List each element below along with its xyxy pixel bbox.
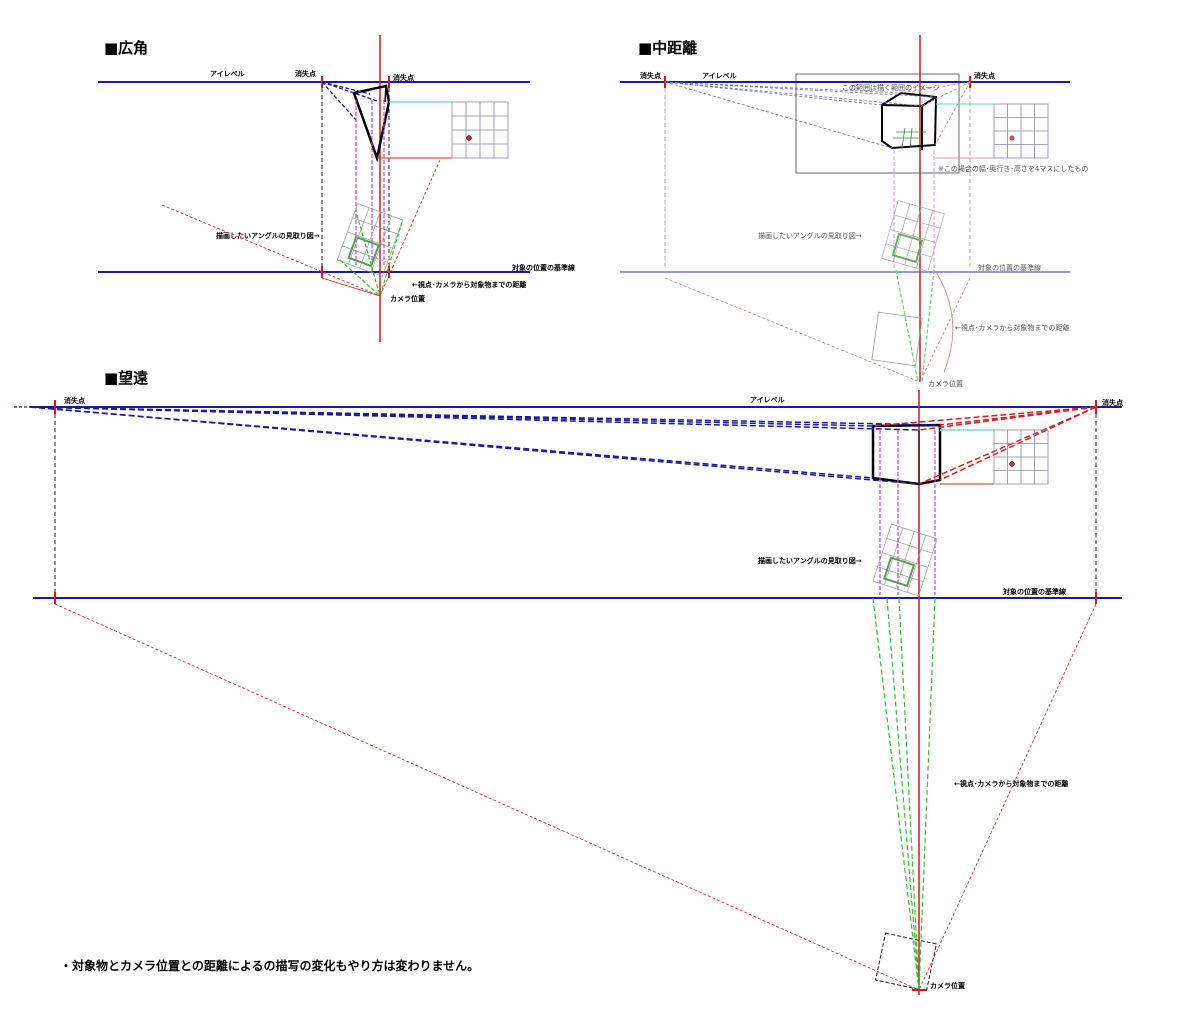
footer-note: ・対象物とカメラ位置との距離によるの描写の変化もやり方は変わりません。 [60, 958, 479, 973]
vp-right-label: 消失点 [393, 73, 414, 82]
section-mid: ■中距離 アイレベル 対象の位置の基準線 消失点 消失点 この範囲は描く範囲のイ… [620, 35, 1088, 388]
mid-perspective-lines-right [900, 81, 971, 146]
view-label: 描画したいアングルの見取り図→ [758, 556, 862, 565]
section-title-tele: ■望遠 [104, 369, 148, 387]
red-dash-long-1 [161, 204, 381, 297]
grid-wide [451, 101, 509, 159]
section-title-wide: ■広角 [104, 39, 148, 57]
vp-left-label: 消失点 [640, 71, 661, 80]
rotated-grid-mid [881, 200, 945, 272]
vp-left-label: 消失点 [295, 69, 316, 78]
frame-box [795, 73, 960, 174]
green-dash-2 [379, 221, 403, 297]
baseline-label: 対象の位置の基準線 [1002, 587, 1066, 596]
center-dot [466, 135, 472, 141]
green-dash-1 [356, 214, 381, 297]
vp-right-label: 消失点 [974, 71, 995, 80]
cube-mid-grid [893, 127, 926, 149]
eye-level-label: アイレベル [210, 70, 245, 78]
blue-dash-3 [321, 81, 371, 95]
camera-label: カメラ位置 [390, 294, 425, 303]
eye-level-label: アイレベル [702, 72, 737, 80]
red-dash-long-2 [918, 603, 1097, 991]
rotated-grid-wide [336, 203, 404, 277]
green-dash-1 [895, 269, 919, 383]
section-tele: ■望遠 アイレベル 対象の位置の基準線 消失点 消失点 [14, 369, 1123, 995]
blue-dash-1 [321, 81, 378, 102]
frame-label: この範囲は描く範囲のイメージ [842, 83, 940, 92]
grid-tele [993, 429, 1049, 485]
vp-right-label: 消失点 [1102, 398, 1123, 407]
green-dash-2 [921, 269, 935, 383]
camera-square-mid [871, 311, 923, 367]
red-dash-long-1 [664, 277, 921, 383]
distance-label: ←視点･カメラから対象物までの距離 [955, 323, 1069, 332]
cube-note: ※この場合の幅･奥行き･高さを4マスにしたもの [938, 164, 1088, 173]
tele-blue-lines [29, 406, 941, 485]
center-dot [1009, 135, 1015, 141]
cube-mid [881, 91, 938, 150]
center-dot [1009, 461, 1015, 467]
distance-label: ←視点･カメラから対象物までの距離 [412, 280, 526, 289]
camera-square-tele [874, 932, 938, 992]
red-dash-long-1 [54, 603, 920, 991]
cube-tele [871, 423, 942, 486]
eye-level-label: アイレベル [750, 396, 785, 404]
cube-wide-edge [384, 85, 387, 103]
grid-mid [993, 103, 1049, 159]
baseline-label: 対象の位置の基準線 [511, 263, 575, 272]
vp-left-label: 消失点 [64, 396, 85, 405]
distance-label: ←視点･カメラから対象物までの距離 [954, 779, 1068, 788]
tele-red-lines [872, 406, 1097, 485]
section-wide: ■広角 アイレベル 対象の位置の基準線 消失点 消失点 [98, 35, 575, 342]
camera-label: カメラ位置 [930, 981, 965, 990]
mid-perspective-lines [664, 81, 937, 149]
distance-arc [935, 271, 954, 373]
green-dash-3 [339, 259, 381, 297]
view-label: 描画したいアングルの見取り図→ [758, 231, 862, 240]
rotated-grid-tele [872, 523, 938, 597]
baseline-label: 対象の位置の基準線 [978, 263, 1041, 272]
red-dash-long-2 [919, 277, 971, 383]
blue-dash-2 [321, 81, 357, 121]
camera-label: カメラ位置 [928, 379, 963, 388]
view-label: 描画したいアングルの見取り図→ [216, 231, 320, 240]
tele-green-lines [872, 597, 936, 991]
red-base-1 [321, 277, 381, 297]
section-title-mid: ■中距離 [638, 39, 697, 57]
